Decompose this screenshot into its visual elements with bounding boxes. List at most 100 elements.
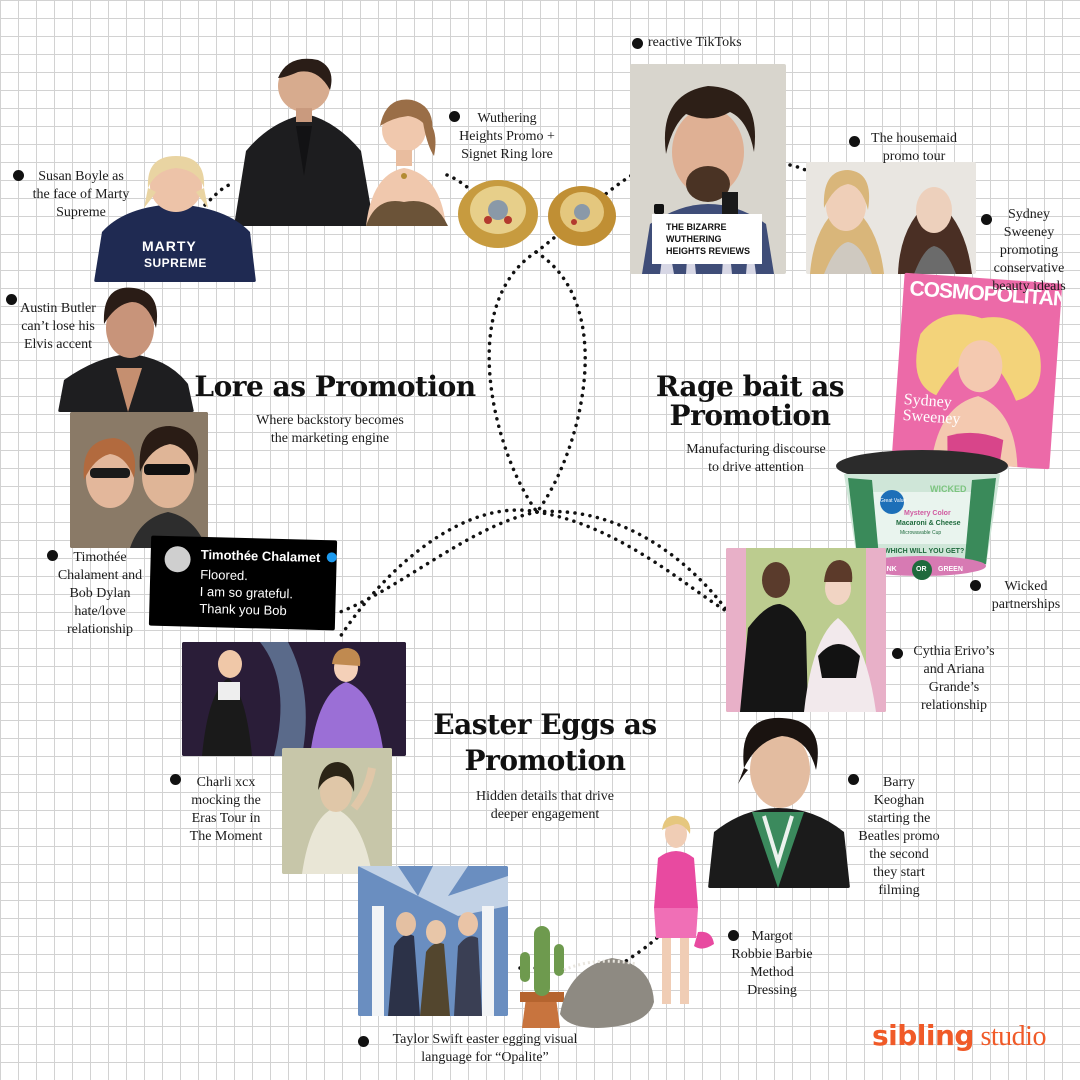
signet-rings — [454, 176, 620, 252]
petal-rage-easter-inner — [535, 510, 730, 614]
rage-title-line2: Promotion — [669, 399, 831, 432]
label-barry-line6: they start — [873, 865, 925, 880]
lore-subtitle-line2: the marketing engine — [270, 431, 390, 446]
label-barry-line5: the second — [869, 847, 929, 862]
label-timothee-line5: relationship — [66, 622, 134, 637]
lore-title: Lore as Promotion — [194, 370, 476, 403]
label-margot-line4: Dressing — [747, 983, 797, 998]
label-wuthering-line1: Wuthering — [477, 111, 537, 126]
brand-part1: sibling — [872, 1019, 974, 1052]
label-cynthia-line1: Cythia Erivo’s — [913, 644, 995, 659]
easter-title-line2: Promotion — [464, 744, 626, 777]
rage-title-line1: Rage bait as — [655, 370, 845, 403]
label-barry-line2: Keoghan — [873, 793, 925, 808]
label-taylor-line1: Taylor Swift easter egging visual — [392, 1032, 578, 1047]
label-charli-line1: Charli xcx — [196, 775, 256, 790]
label-wicked-line1: Wicked — [1004, 579, 1048, 594]
bullet-tiktok — [632, 38, 643, 49]
label-timothee-line4: hate/love — [74, 604, 126, 619]
tiktok-screenshot: THE BIZARRE WUTHERING HEIGHTS REVIEWS — [630, 64, 786, 274]
rage-subtitle-line1: Manufacturing discourse — [686, 442, 826, 457]
label-barry-line3: starting the — [867, 811, 931, 826]
petal-lore-easter-inner — [333, 510, 539, 616]
label-sydney-line2: Sweeney — [1003, 225, 1055, 240]
label-timothee-line2: Chalament and — [57, 568, 143, 583]
marty-hoodie-line2: SUPREME — [144, 256, 207, 270]
label-sydney-line4: conservative — [993, 261, 1065, 276]
label-austin-line3: Elvis accent — [23, 337, 93, 352]
label-timothee-line1: Timothée — [73, 550, 127, 565]
cup-or: OR — [916, 566, 927, 573]
label-barry-line7: filming — [878, 883, 920, 898]
label-austin-line1: Austin Butler — [20, 301, 96, 316]
cup-green: GREEN — [938, 566, 963, 573]
tiktok-caption-box: THE BIZARRE WUTHERING HEIGHTS REVIEWS — [652, 214, 762, 264]
wicked-stars-photo — [726, 548, 886, 712]
marty-hoodie-line1: MARTY — [142, 238, 197, 254]
opalite-photo — [358, 866, 508, 1016]
label-austin-line2: can’t lose his — [21, 319, 95, 334]
concert-photo — [182, 642, 406, 756]
label-housemaid-line1: The housemaid — [871, 131, 957, 146]
label-margot-line2: Robbie Barbie — [731, 947, 813, 962]
tiktok-icon — [654, 204, 664, 214]
label-susan-line1: Susan Boyle as — [38, 169, 124, 184]
label-sydney-line3: promoting — [999, 243, 1059, 258]
cup-question: WHICH WILL YOU GET? — [884, 548, 965, 555]
label-housemaid-line2: promo tour — [882, 149, 946, 164]
petal-lore-easter — [336, 508, 539, 642]
housemaid-photo — [806, 162, 976, 274]
brand-part2: studio — [973, 1021, 1046, 1052]
bullet-charli — [170, 774, 181, 785]
tweet-author: Timothée Chalamet — [200, 546, 321, 566]
label-wuthering-line2: Heights Promo + — [459, 129, 555, 144]
bullet-timothee — [47, 550, 58, 561]
bullet-cynthia — [892, 648, 903, 659]
label-sydney-line5: beauty ideals — [992, 279, 1066, 294]
label-barry-line4: Beatles promo — [858, 829, 940, 844]
cosmopolitan-cover: COSMOPOLITAN Sydney Sweeney — [891, 272, 1063, 470]
cactus-rock — [516, 918, 656, 1030]
cup-line3: Microwavable Cup — [900, 530, 942, 536]
label-charli-line4: The Moment — [189, 829, 263, 844]
lore-subtitle-line1: Where backstory becomes — [256, 413, 404, 428]
label-timothee-line3: Bob Dylan — [69, 586, 131, 601]
bullet-austin — [6, 294, 17, 305]
label-margot-line1: Margot — [751, 929, 793, 944]
label-cynthia-line2: and Ariana — [923, 662, 985, 677]
label-wuthering-line3: Signet Ring lore — [461, 147, 553, 162]
label-cynthia-line4: relationship — [920, 698, 988, 713]
bullet-wuthering — [449, 111, 460, 122]
margot-robbie-photo — [632, 812, 718, 1022]
bullet-susan — [13, 170, 24, 181]
easter-subtitle-line2: deeper engagement — [490, 807, 600, 822]
tiktok-caption-line2: WUTHERING — [666, 234, 722, 244]
tweet-avatar — [164, 545, 191, 573]
easter-subtitle-line1: Hidden details that drive — [475, 789, 615, 804]
wicked-mac-cup: Great Value WICKED Mystery Color Macaron… — [834, 448, 1010, 582]
label-susan-line2: the face of Marty — [32, 187, 130, 202]
cup-pink: PINK — [880, 566, 897, 573]
bullet-taylor — [358, 1036, 369, 1047]
chalamet-tweet: Timothée Chalamet Floored. I am so grate… — [148, 535, 338, 631]
tweet-line2: I am so grateful. — [199, 583, 294, 602]
label-tiktok: reactive TikToks — [648, 35, 742, 50]
cup-line1: Mystery Color — [904, 510, 951, 517]
label-charli-line2: mocking the — [191, 793, 261, 808]
bullet-barry — [848, 774, 859, 785]
susan-link — [203, 183, 232, 207]
barry-keoghan-photo — [708, 712, 850, 888]
brand-logo: sibling studio — [872, 1018, 1046, 1055]
cup-brand: Great Value — [880, 498, 907, 504]
label-susan-line3: Supreme — [56, 205, 106, 220]
label-margot-line3: Method — [750, 965, 794, 980]
label-barry-line1: Barry — [883, 775, 915, 790]
bullet-housemaid — [849, 136, 860, 147]
verified-icon — [326, 552, 337, 563]
couple-photo — [226, 56, 454, 226]
label-sydney-line1: Sydney — [1008, 207, 1050, 222]
cup-lid: WICKED — [930, 484, 967, 494]
petal-lore-rage — [487, 250, 587, 515]
tweet-line1: Floored. — [200, 566, 249, 584]
